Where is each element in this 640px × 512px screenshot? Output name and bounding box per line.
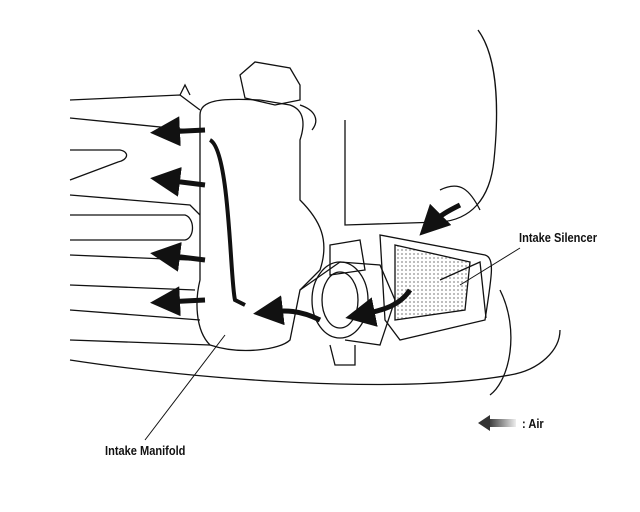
engine-outline bbox=[69, 29, 561, 396]
air-arrow bbox=[345, 288, 413, 327]
legend-air-arrow-icon bbox=[478, 415, 516, 431]
air-arrow bbox=[419, 202, 462, 236]
air-arrow bbox=[150, 166, 206, 197]
silencer-mesh bbox=[394, 244, 471, 321]
air-path bbox=[208, 138, 246, 307]
air-arrow bbox=[150, 241, 206, 272]
air-arrow bbox=[150, 116, 206, 147]
legend-air-label: : Air bbox=[522, 416, 544, 431]
air-arrow bbox=[253, 295, 322, 326]
air-arrow bbox=[150, 286, 206, 317]
leader-lines bbox=[144, 247, 521, 441]
intake-silencer-label: Intake Silencer bbox=[519, 230, 598, 245]
air-flow-arrows bbox=[150, 116, 462, 327]
intake-manifold-label: Intake Manifold bbox=[105, 443, 186, 458]
